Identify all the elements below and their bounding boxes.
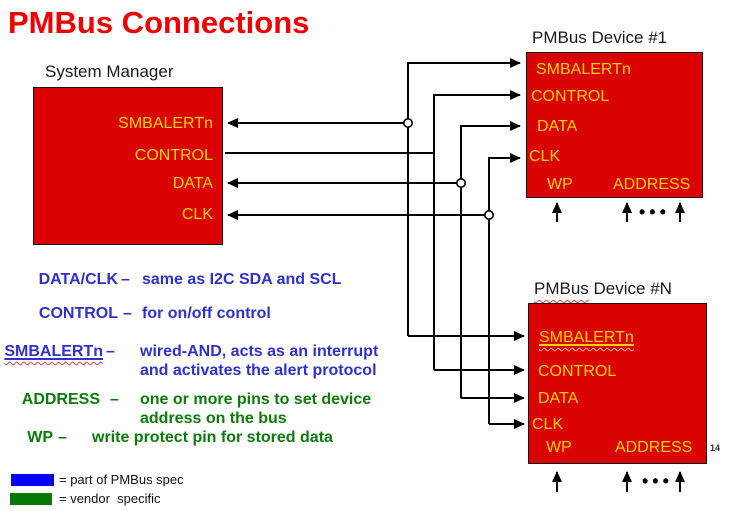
- glossary-term-wp: WP: [27, 429, 53, 446]
- dn-pin-smbalertn: SMBALERTn: [539, 329, 634, 347]
- glossary-desc-address-1: one or more pins to set device: [140, 391, 372, 408]
- d1-pin-clk: CLK: [529, 148, 561, 165]
- net-control: [225, 90, 525, 375]
- glossary-desc-wp: write protect pin for stored data: [92, 429, 333, 446]
- dn-pin-wp: WP: [546, 439, 572, 456]
- pmbus-device-1-box: [526, 52, 703, 198]
- page-title: PMBus Connections: [8, 5, 310, 40]
- glossary-term-smbalertn: SMBALERTn: [0, 343, 103, 361]
- dn-pin-control: CONTROL: [538, 363, 617, 380]
- pmbus-device-n-box: [528, 303, 707, 464]
- glossary-term-data-clk: DATA/CLK: [38, 271, 118, 288]
- d1-pin-smbalertn: SMBALERTn: [536, 61, 631, 78]
- dn-pin-smbalertn-text: SMBALERTn: [539, 329, 634, 346]
- legend-swatch-vendor-specific: [10, 493, 52, 505]
- device-n-title: PMBus Device #N: [534, 279, 672, 299]
- legend-swatch-pmbus-spec: [11, 474, 54, 486]
- dn-ellipsis-dots: •••: [642, 471, 673, 491]
- junction-dot-smbalertn: [402, 118, 413, 129]
- sm-pin-control: CONTROL: [134, 147, 213, 164]
- dn-pin-clk: CLK: [532, 416, 564, 433]
- glossary-desc-data-clk: same as I2C SDA and SCL: [142, 271, 342, 288]
- glossary-dash: –: [106, 343, 115, 360]
- glossary-dash: –: [110, 391, 119, 408]
- glossary-term-address: ADDRESS: [21, 391, 100, 408]
- junction-dot-clk: [483, 210, 494, 221]
- d1-ellipsis-dots: •••: [639, 202, 670, 222]
- glossary-dash: –: [123, 305, 132, 322]
- sm-pin-data: DATA: [172, 175, 213, 192]
- device-n-title-word: PMBus: [534, 279, 589, 298]
- junction-dot-data: [455, 178, 466, 189]
- dn-pin-address: ADDRESS: [615, 439, 693, 456]
- d1-pin-data: DATA: [537, 118, 578, 135]
- dn-pin-smbalertn-underline: SMBALERTn: [539, 329, 634, 346]
- glossary-term-control: CONTROL: [38, 305, 118, 322]
- device-n-title-rest: Device #N: [588, 279, 672, 298]
- glossary-desc-control: for on/off control: [142, 305, 271, 322]
- net-clk: [227, 153, 525, 429]
- d1-pin-wp: WP: [547, 176, 573, 193]
- sm-pin-clk: CLK: [181, 206, 213, 223]
- glossary-term-smbalertn-underline: SMBALERTn: [4, 343, 103, 360]
- system-manager-box: [33, 87, 223, 245]
- d1-pin-control: CONTROL: [531, 88, 610, 105]
- glossary-desc-smbalertn-1: wired-AND, acts as an interrupt: [140, 343, 379, 360]
- page-number: 14: [710, 443, 721, 453]
- glossary-dash: –: [121, 271, 130, 288]
- glossary-desc-address-2: address on the bus: [140, 410, 287, 427]
- glossary-dash: –: [58, 429, 67, 446]
- system-manager-title: System Manager: [45, 62, 174, 81]
- dn-pin-data: DATA: [538, 390, 579, 407]
- glossary-desc-smbalertn-2: and activates the alert protocol: [140, 362, 377, 379]
- net-smbalertn: [227, 58, 525, 341]
- junction-dots: [402, 118, 494, 221]
- legend-label-pmbus-spec: = part of PMBus spec: [59, 472, 184, 487]
- d1-pin-address: ADDRESS: [613, 176, 691, 193]
- glossary-term-smbalertn-squiggle: SMBALERTn: [4, 343, 103, 360]
- device-1-title: PMBus Device #1: [532, 28, 668, 47]
- sm-pin-smbalertn: SMBALERTn: [118, 115, 213, 132]
- legend-label-vendor-specific: = vendor specific: [59, 491, 161, 506]
